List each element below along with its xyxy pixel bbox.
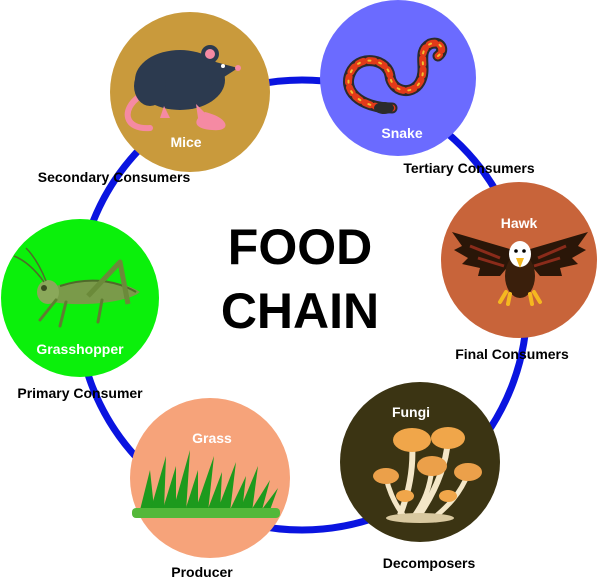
role-label-mice: Secondary Consumers [38,169,191,185]
node-snake: Snake [320,0,476,156]
node-grass: Grass [130,398,290,558]
node-label-mice: Mice [170,134,201,150]
snake-icon [343,37,448,114]
role-label-grass: Producer [171,564,233,580]
node-label-fungi: Fungi [392,404,430,420]
role-label-fungi: Decomposers [383,555,476,571]
role-label-hawk: Final Consumers [455,346,569,362]
node-mice: Mice [110,12,270,172]
node-label-grasshopper: Grasshopper [36,341,124,357]
node-label-hawk: Hawk [501,215,538,231]
title-line-1: FOOD [228,219,372,275]
mouse-icon [124,45,241,132]
grasshopper-icon [13,247,140,328]
eagle-icon [452,232,588,306]
node-label-snake: Snake [381,125,422,141]
title-line-2: CHAIN [221,283,379,339]
role-label-snake: Tertiary Consumers [403,160,534,176]
node-fungi: Fungi [340,382,500,542]
node-grasshopper: Grasshopper [1,219,159,377]
role-label-grasshopper: Primary Consumer [17,385,143,401]
node-hawk: Hawk [441,182,597,338]
grass-icon [132,450,280,518]
node-label-grass: Grass [192,430,232,446]
mushroom-icon [373,427,482,523]
